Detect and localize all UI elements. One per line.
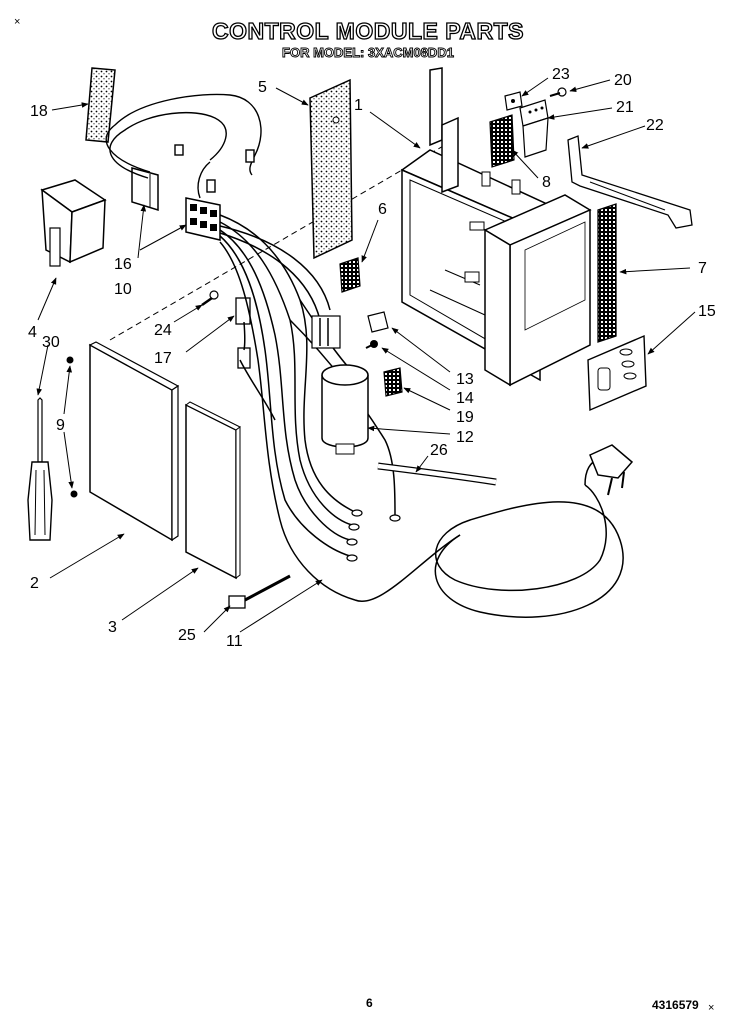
callout-17: 17 [154,350,172,367]
callout-25: 25 [178,627,196,644]
part-30-screwdriver [27,397,53,541]
part-11-main-harness [219,214,461,603]
callout-20: 20 [614,72,632,89]
callout-9: 9 [56,417,65,434]
callout-19: 19 [456,409,474,426]
document-mark: × [708,1002,715,1014]
part-19-switch-block [383,367,403,397]
callout-5: 5 [258,79,267,96]
callout-11: 11 [226,633,243,650]
callout-12: 12 [456,429,474,446]
callout-24: 24 [154,322,172,339]
callout-16: 16 [114,256,132,273]
callout-22: 22 [646,117,664,134]
page-number: 6 [366,996,373,1010]
callout-30: 30 [42,334,60,351]
wire-terminals [346,509,401,562]
document-number: 4316579 [652,998,699,1012]
part-1-control-box [400,67,592,387]
part-24-screw [201,290,219,307]
callout-labels: 18 5 1 23 20 21 22 8 6 7 15 16 10 4 30 9… [28,66,716,650]
model-subtitle: FOR MODEL: 3XACM08DD1 [282,45,455,61]
part-20-screw [549,87,567,97]
callout-13: 13 [456,371,474,388]
callout-2: 2 [30,575,39,592]
leader-arrows [36,77,696,633]
part-22-sensor-bracket [567,135,693,229]
page-title: CONTROL MODULE PARTS [211,17,524,44]
part-3-insulation-panel [185,401,241,580]
callout-15: 15 [698,303,716,320]
part-12-capacitor [321,364,369,455]
part-25-wire-tie [228,574,291,609]
part-26-hose [377,462,497,486]
corner-mark: × [14,16,21,28]
part-14-screw [365,340,378,349]
part-15-control-panel [587,334,647,412]
part-2-cover-panel [88,341,180,542]
callout-4: 4 [28,324,37,341]
callout-3: 3 [108,619,117,636]
callout-14: 14 [456,390,474,407]
part-5-control-board [309,78,353,260]
part-23-bracket-clip [504,91,523,111]
callout-21: 21 [616,99,634,116]
callout-18: 18 [30,103,48,120]
callout-1: 1 [354,97,363,114]
reference-dash-line [109,144,446,341]
part-21-thermostat [519,99,549,158]
part-10-terminal-block [185,197,221,241]
part-7-grille-strip [597,203,617,343]
part-16-connector [131,167,159,212]
part-8-relay [481,114,521,195]
part-13-clip [367,311,389,333]
callout-23: 23 [552,66,570,83]
callout-26: 26 [430,442,448,459]
callout-10: 10 [114,281,132,298]
part-18-filter-pad [85,67,116,143]
part-6-switch [339,257,361,293]
power-cord [434,444,634,618]
part-9-screws [66,356,78,498]
callout-7: 7 [698,260,707,277]
callout-8: 8 [542,174,551,191]
callout-6: 6 [378,201,387,218]
part-4-bracket [40,179,107,267]
upper-wire-harness [105,93,262,199]
